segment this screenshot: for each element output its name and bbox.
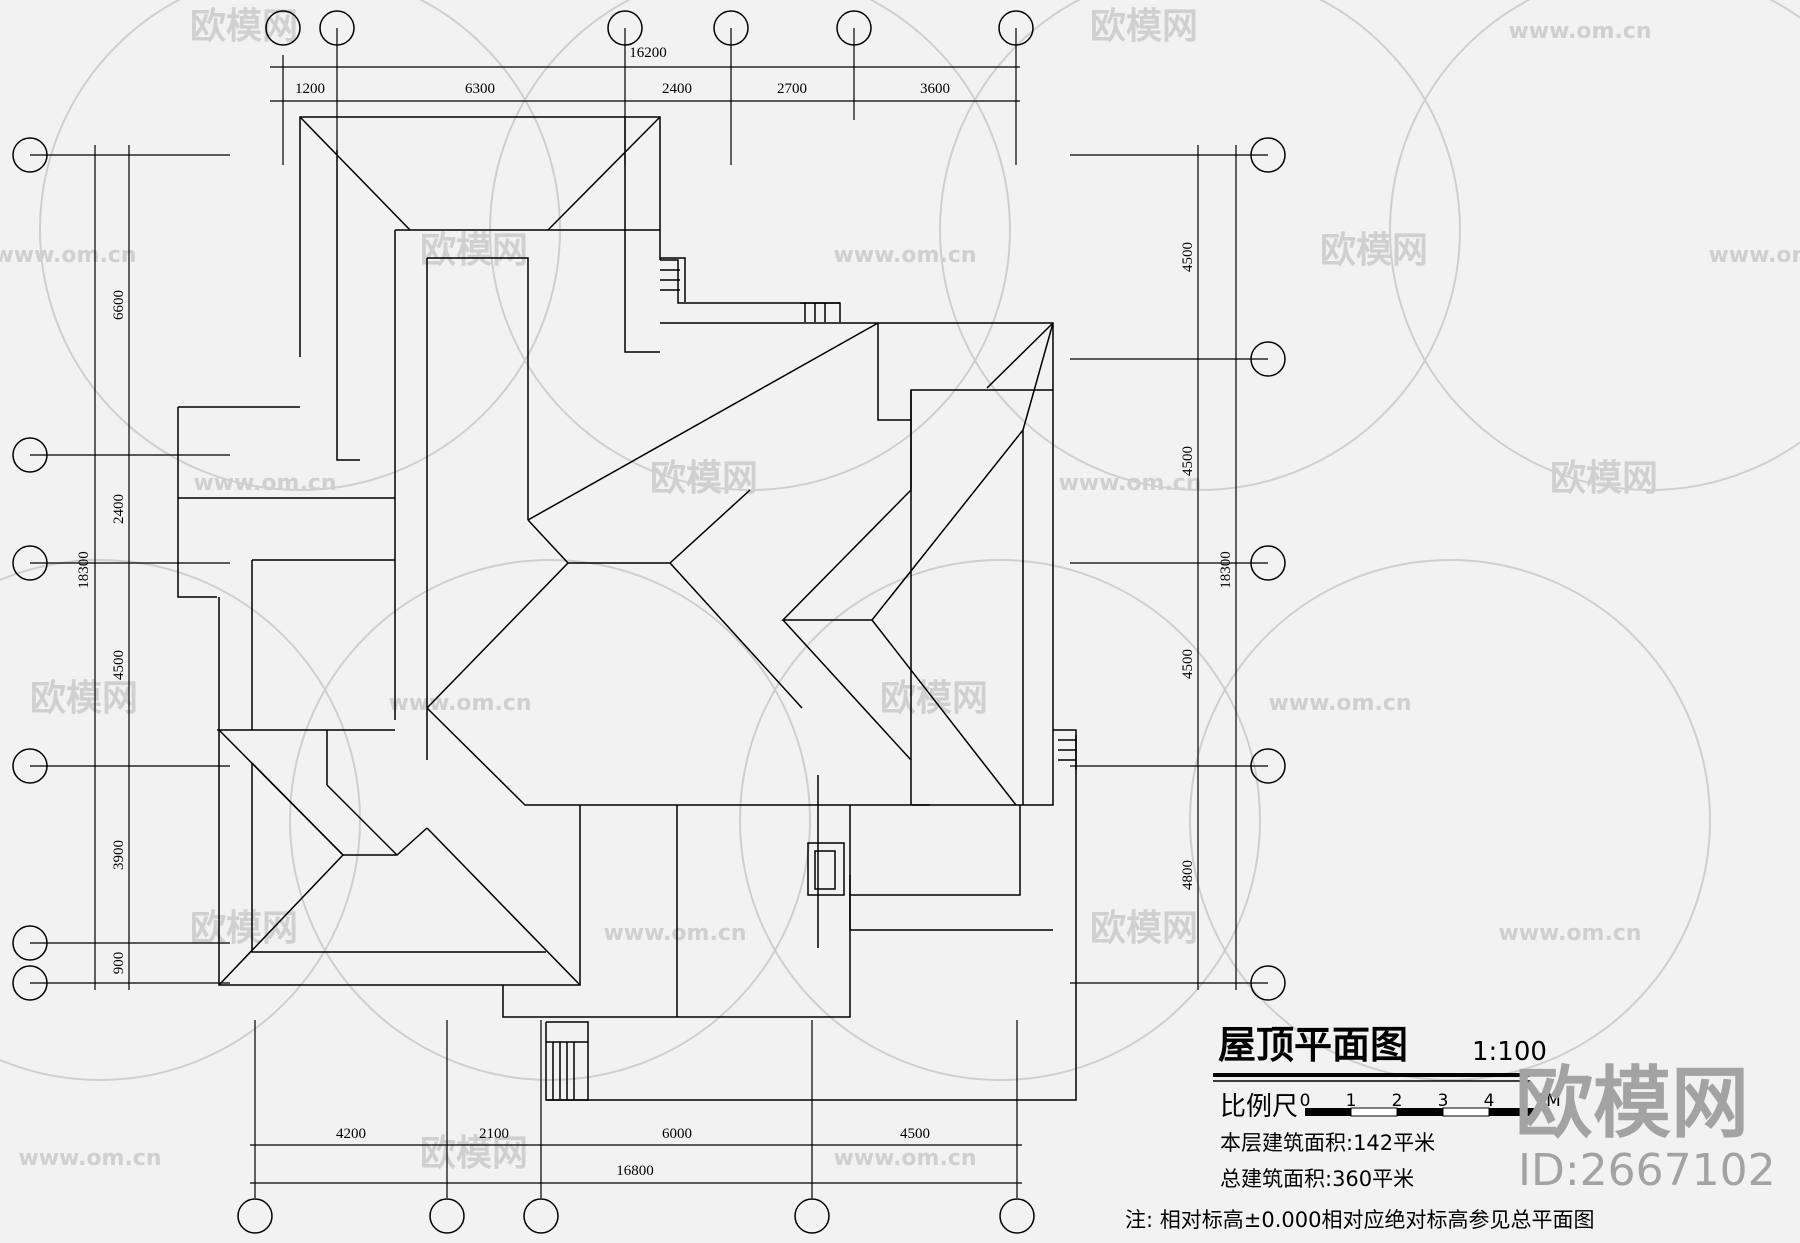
grid-axis-bubble — [12, 748, 48, 784]
watermark-url: www.om.cn — [1268, 691, 1411, 716]
total-area: 总建筑面积:360平米 — [1220, 1167, 1414, 1191]
dim-top-2: 6300 — [465, 81, 495, 97]
dim-right-1: 4500 — [1180, 242, 1196, 272]
watermark-brand: 欧模网 — [190, 6, 298, 47]
dim-bottom-1: 4200 — [336, 1126, 366, 1142]
watermark-brand: 欧模网 — [420, 230, 528, 271]
dim-left-2: 2400 — [111, 494, 127, 524]
grid-axis-bubble — [713, 10, 749, 46]
dim-left-1: 6600 — [111, 290, 127, 320]
watermark-url: www.om.cn — [1708, 243, 1800, 268]
grid-axis-bubble — [1250, 137, 1286, 173]
watermark-url: www.om.cn — [388, 691, 531, 716]
dim-right-3: 4500 — [1180, 649, 1196, 679]
watermark-brand: 欧模网 — [1550, 458, 1658, 499]
floor-area: 本层建筑面积:142平米 — [1220, 1131, 1435, 1155]
grid-axis-bubble — [999, 1198, 1035, 1234]
title-block: 屋顶平面图 1:100 比例尺 0 1 2 3 4 5M 本层建筑面积:142平… — [1125, 1023, 1594, 1232]
dim-top-1: 1200 — [295, 81, 325, 97]
grid-axis-bubble — [429, 1198, 465, 1234]
stair-bottom — [545, 735, 1077, 1101]
watermark-brand: 欧模网 — [1090, 908, 1198, 949]
grid-axis-bubble — [523, 1198, 559, 1234]
watermark-url: www.om.cn — [0, 243, 137, 268]
drawing-scale: 1:100 — [1472, 1037, 1547, 1067]
grid-axis-bubble — [1250, 341, 1286, 377]
watermark-brand: 欧模网 — [190, 908, 298, 949]
dim-bottom-3: 6000 — [662, 1126, 692, 1142]
dim-top-4: 2700 — [777, 81, 807, 97]
grid-axis-bubble — [237, 1198, 273, 1234]
dim-left-5: 900 — [111, 952, 127, 975]
grid-axis-bubble — [1250, 545, 1286, 581]
grid-axis-bubble — [12, 545, 48, 581]
grid-axis-bubble — [12, 965, 48, 1001]
grid-axis-bubble — [265, 10, 301, 46]
watermark-url: www.om.cn — [833, 1146, 976, 1171]
grid-axis-bubble — [836, 10, 872, 46]
watermark-brand: 欧模网 — [1090, 6, 1198, 47]
watermark-id: ID:2667102 — [1518, 1145, 1776, 1196]
dim-right-4: 4800 — [1180, 860, 1196, 890]
dim-bottom-total: 16800 — [616, 1163, 654, 1179]
watermark-big-brand: 欧模网 — [1515, 1059, 1749, 1149]
scale-tick-4: 4 — [1484, 1091, 1495, 1111]
watermark-brand: 欧模网 — [650, 458, 758, 499]
watermark-url: www.om.cn — [1058, 471, 1201, 496]
scale-tick-1: 1 — [1346, 1091, 1357, 1111]
stair-top — [660, 257, 841, 322]
top-dimensions: 16200 1200 6300 2400 2700 3600 — [265, 10, 1034, 165]
roof-outline — [177, 116, 1077, 1101]
scale-bar-label: 比例尺 — [1220, 1092, 1298, 1122]
dim-left-4: 3900 — [111, 840, 127, 870]
watermark-texts: 欧模网欧模网欧模网欧模网欧模网欧模网欧模网欧模网欧模网欧模网欧模网www.om.… — [0, 6, 1800, 1174]
grid-axis-bubble — [998, 10, 1034, 46]
scale-tick-0: 0 — [1300, 1091, 1311, 1111]
drawing-title: 屋顶平面图 — [1218, 1023, 1408, 1067]
grid-axis-bubble — [1250, 748, 1286, 784]
grid-axis-bubble — [1250, 965, 1286, 1001]
elevation-note: 注: 相对标高±0.000相对应绝对标高参见总平面图 — [1125, 1208, 1594, 1232]
scale-tick-3: 3 — [1438, 1091, 1449, 1111]
dim-top-total: 16200 — [629, 45, 667, 61]
scale-tick-5: 5M — [1535, 1091, 1560, 1111]
watermark-url: www.om.cn — [193, 471, 336, 496]
watermark-brand: 欧模网 — [420, 1133, 528, 1174]
right-dimensions: 4500 4500 4500 4800 18300 — [1070, 137, 1286, 1001]
watermark-url: www.om.cn — [833, 243, 976, 268]
dim-left-3: 4500 — [111, 650, 127, 680]
watermark-brand: 欧模网 — [30, 678, 138, 719]
stair-right — [1053, 729, 1077, 770]
watermark-url: www.om.cn — [603, 921, 746, 946]
watermark-url: www.om.cn — [1498, 921, 1641, 946]
grid-axis-bubble — [12, 925, 48, 961]
grid-axis-bubble — [12, 437, 48, 473]
dim-bottom-2: 2100 — [479, 1126, 509, 1142]
dim-bottom-4: 4500 — [900, 1126, 930, 1142]
dim-top-5: 3600 — [920, 81, 950, 97]
grid-axis-bubble — [794, 1198, 830, 1234]
dim-left-total: 18300 — [76, 551, 92, 589]
grid-axis-bubble — [607, 10, 643, 46]
scale-bar: 0 1 2 3 4 5M — [1300, 1091, 1561, 1117]
watermark-url: www.om.cn — [1508, 19, 1651, 44]
scale-tick-2: 2 — [1392, 1091, 1403, 1111]
grid-axis-bubble — [12, 137, 48, 173]
dim-right-2: 4500 — [1180, 446, 1196, 476]
left-dimensions: 6600 2400 4500 3900 900 18300 — [12, 137, 230, 1001]
watermark-brand: 欧模网 — [1320, 230, 1428, 271]
bottom-dimensions: 4200 2100 6000 4500 16800 — [237, 1020, 1035, 1234]
dim-top-3: 2400 — [662, 81, 692, 97]
dim-right-total: 18300 — [1218, 551, 1234, 589]
watermark-url: www.om.cn — [18, 1146, 161, 1171]
grid-axis-bubble — [319, 10, 355, 46]
